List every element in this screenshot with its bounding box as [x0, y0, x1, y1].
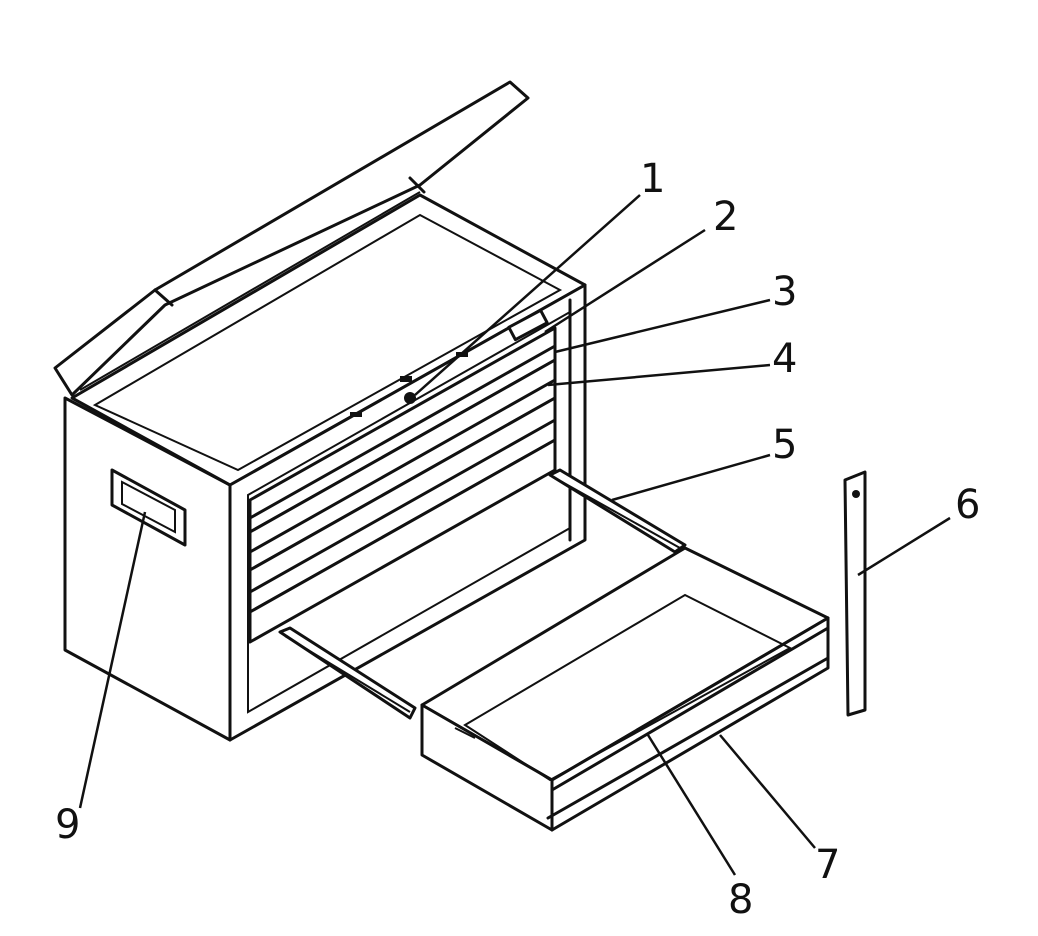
callout-9: 9 — [55, 802, 80, 848]
callout-1: 1 — [640, 156, 665, 202]
callout-3: 3 — [772, 269, 797, 315]
callout-2: 2 — [713, 194, 738, 240]
callout-7: 7 — [815, 842, 840, 888]
callout-4: 4 — [772, 336, 797, 382]
side-handle — [110, 468, 187, 547]
callout-5: 5 — [772, 422, 797, 468]
leader-lines — [78, 194, 951, 876]
drawer-pulled-out — [420, 546, 830, 832]
drawer-slide-right — [548, 468, 687, 554]
callout-6: 6 — [955, 482, 980, 528]
chest-drawers — [248, 308, 557, 644]
callout-8: 8 — [728, 877, 753, 923]
callout-labels: 1 2 3 4 5 6 7 8 9 — [55, 156, 980, 923]
drawer-slide-left — [278, 626, 417, 720]
drawer-bar-part — [843, 470, 867, 717]
